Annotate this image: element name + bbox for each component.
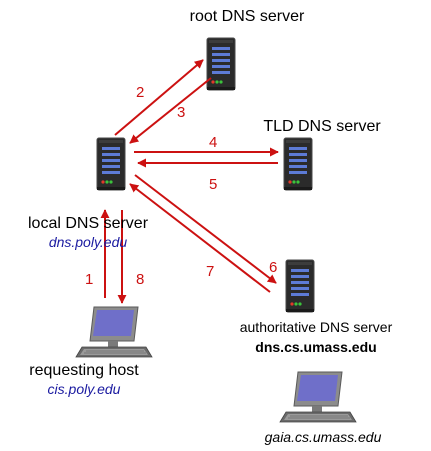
requesting-host-label: requesting host xyxy=(29,362,139,379)
root-dns-server-icon xyxy=(206,37,236,91)
gaia-host-hostname: gaia.cs.umass.edu xyxy=(265,429,382,445)
step-number-6: 6 xyxy=(269,259,277,276)
tld-dns-server-icon xyxy=(283,137,313,191)
tld-dns-server-label: TLD DNS server xyxy=(263,118,381,135)
step-number-1: 1 xyxy=(85,271,93,288)
gaia-host-computer-icon xyxy=(279,371,357,423)
arrow-step-7 xyxy=(129,183,271,293)
step-number-4: 4 xyxy=(209,134,217,151)
step-number-8: 8 xyxy=(136,271,144,288)
step-number-3: 3 xyxy=(177,104,185,121)
arrow-step-3 xyxy=(129,77,212,144)
authoritative-dns-server-label: authoritative DNS server xyxy=(240,319,393,335)
local-dns-server-label: local DNS server xyxy=(28,215,149,232)
step-number-5: 5 xyxy=(209,176,217,193)
root-dns-server-label: root DNS server xyxy=(190,8,305,25)
step-numbers: 2 3 4 5 6 7 1 8 xyxy=(85,84,277,288)
authoritative-dns-server-hostname: dns.cs.umass.edu xyxy=(255,339,376,355)
query-arrows xyxy=(100,59,279,304)
step-number-2: 2 xyxy=(136,84,144,101)
local-dns-server-icon xyxy=(96,137,126,191)
requesting-host-hostname: cis.poly.edu xyxy=(48,381,121,397)
authoritative-dns-server-icon xyxy=(285,259,315,313)
step-number-7: 7 xyxy=(206,263,214,280)
arrow-step-6 xyxy=(134,174,277,284)
requesting-host-computer-icon xyxy=(75,306,153,358)
local-dns-server-hostname: dns.poly.edu xyxy=(49,234,128,250)
arrow-step-2 xyxy=(114,59,204,136)
